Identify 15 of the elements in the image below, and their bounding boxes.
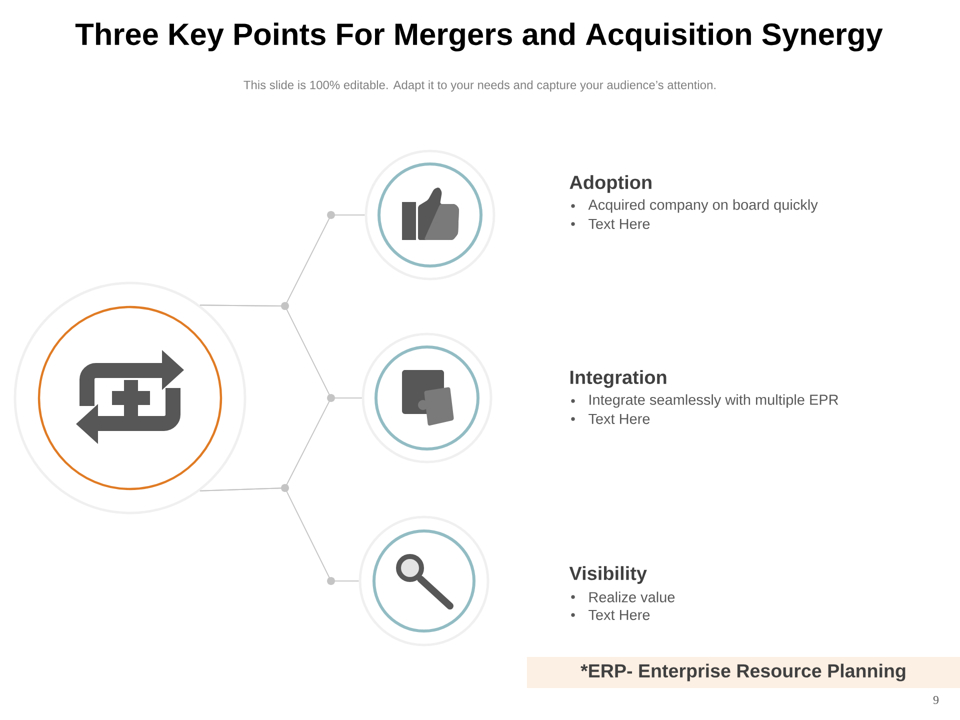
bullet-text: Text Here <box>588 218 650 230</box>
bullet-text: Integrate seamlessly with multiple EPR <box>590 394 838 408</box>
bullet-text: Text Here <box>588 414 650 424</box>
icon-circle <box>358 516 490 646</box>
bullet-text: Text Here <box>588 610 650 620</box>
connector-line <box>199 488 360 582</box>
heading: Adoption <box>570 175 652 193</box>
heading: Integration <box>570 370 666 388</box>
bullet-text: Realize value <box>589 592 675 602</box>
bullet-text: Acquired company on board quickly <box>588 199 818 213</box>
icon-circle <box>14 282 246 514</box>
footnote-band: *ERP- Enterprise Resource Planning <box>527 657 960 688</box>
title: Three Key Points For Mergers and Acquisition Synergy <box>75 22 883 52</box>
subtitle: This slide is 100% editable. Adapt it to your needs and capture your audience’s attention. <box>244 80 716 92</box>
heading: Visibility <box>569 566 647 584</box>
